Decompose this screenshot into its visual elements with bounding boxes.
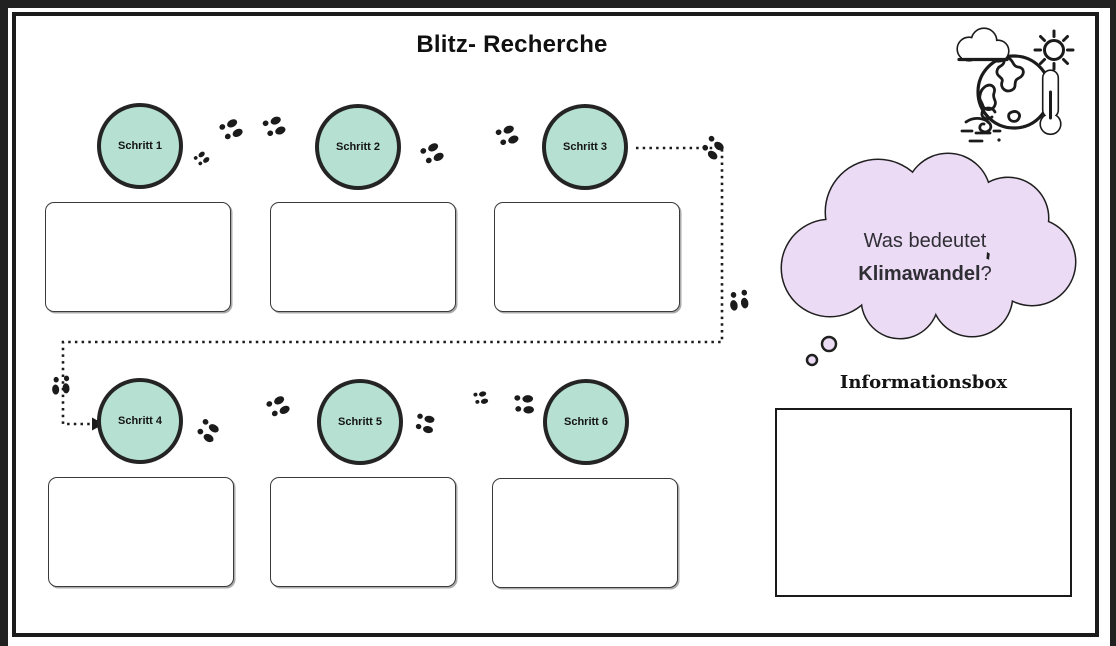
step-note-box-5[interactable] [270,477,456,587]
step-circle-3: Schritt 3 [542,104,628,190]
step-label: Schritt 2 [335,141,380,153]
infobox-content-area[interactable] [775,408,1072,597]
cloud-question-mark: ? [980,263,992,285]
step-note-box-4[interactable] [48,477,234,587]
step-circle-5: Schritt 5 [317,379,403,465]
step-note-box-3[interactable] [494,202,680,312]
step-note-box-6[interactable] [492,478,678,588]
step-note-box-2[interactable] [270,202,456,312]
page-title: Blitz- Recherche [416,31,608,58]
cloud-question-line1: Was bedeutet [863,230,987,252]
step-label: Schritt 6 [563,416,608,428]
cloud-question: Was bedeutet Klimawandel? [790,225,1060,291]
step-label: Schritt 5 [337,416,382,428]
infobox-title: Informationsbox [839,372,1008,393]
cloud-question-line2: Klimawandel? [790,258,1060,291]
step-label: Schritt 1 [117,140,162,152]
step-note-box-1[interactable] [45,202,231,312]
step-circle-6: Schritt 6 [543,379,629,465]
step-circle-2: Schritt 2 [315,104,401,190]
step-label: Schritt 4 [117,415,162,427]
step-label: Schritt 3 [562,141,607,153]
step-circle-1: Schritt 1 [97,103,183,189]
step-circle-4: Schritt 4 [97,378,183,464]
cloud-keyword: Klimawandel [858,263,981,285]
